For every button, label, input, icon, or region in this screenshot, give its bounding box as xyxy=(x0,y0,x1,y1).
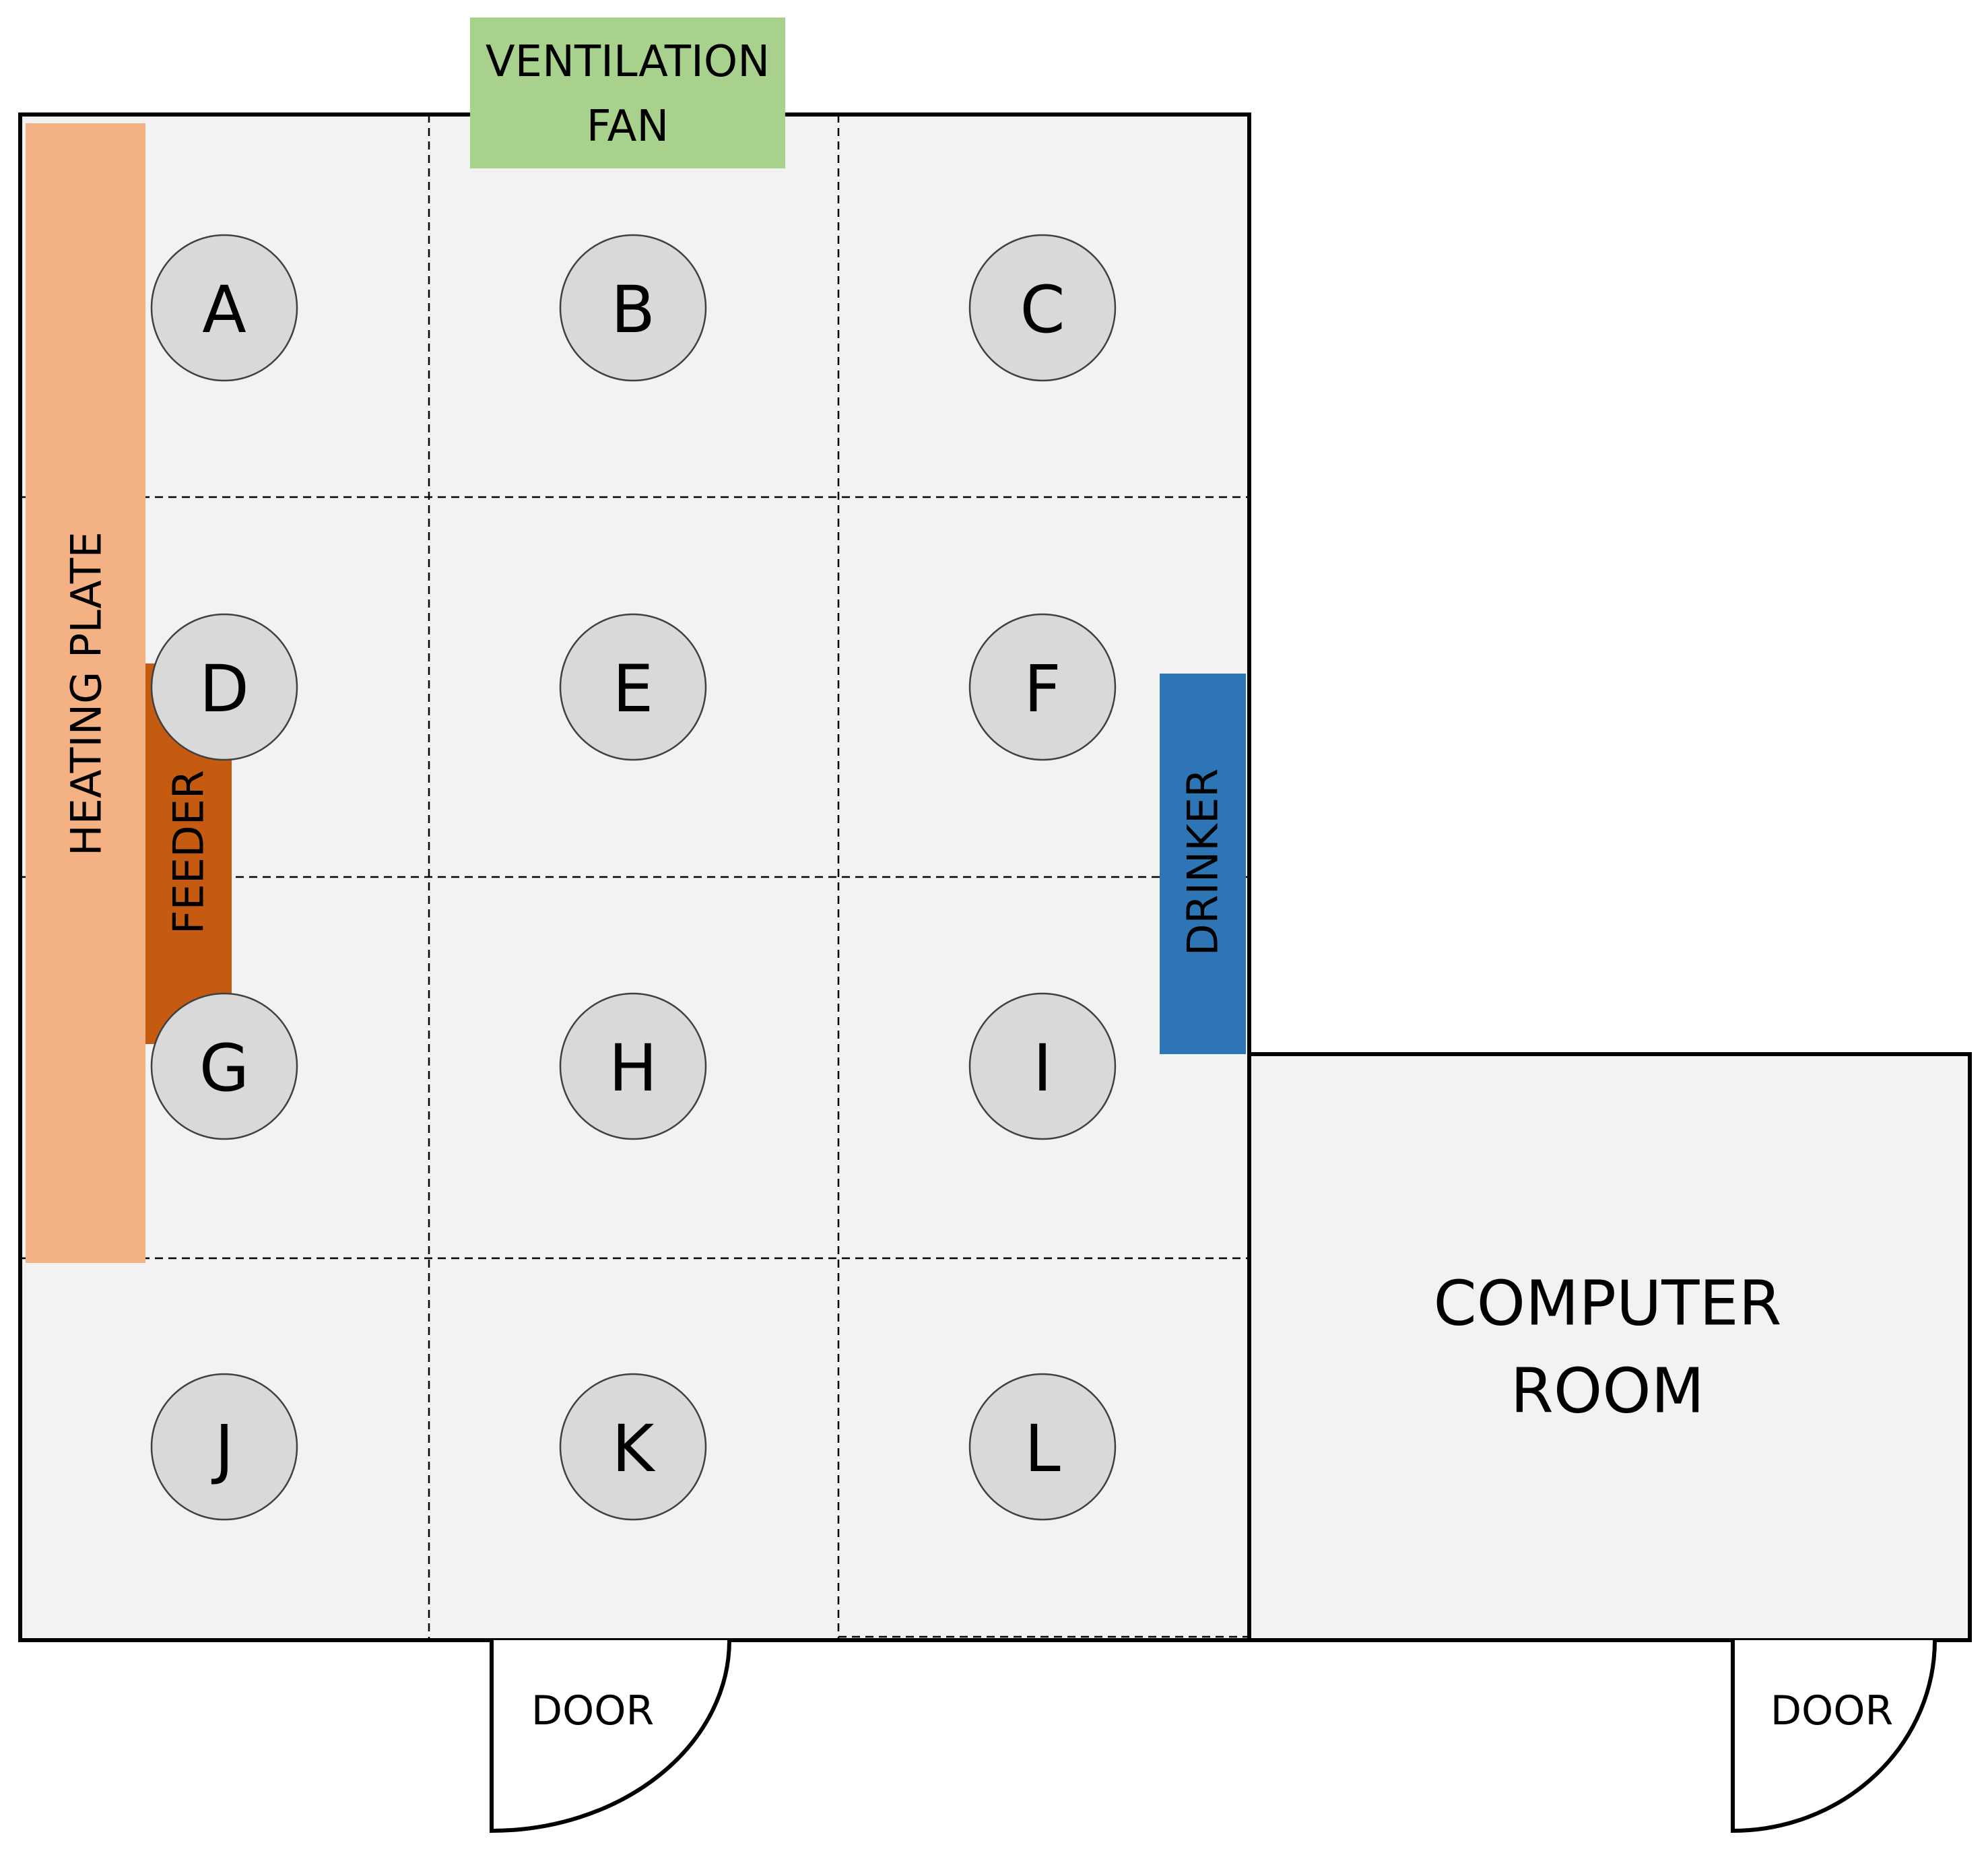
heating-plate xyxy=(26,123,145,1263)
pen-l: L xyxy=(968,1373,1117,1521)
door-right: DOOR xyxy=(1731,1639,1937,1833)
pen-b-label: B xyxy=(611,272,655,348)
pen-e: E xyxy=(559,613,707,761)
pen-c-label: C xyxy=(1020,272,1065,348)
door-left-label: DOOR xyxy=(531,1687,654,1734)
pen-j: J xyxy=(150,1373,298,1521)
pen-e-label: E xyxy=(613,651,654,727)
pen-g-label: G xyxy=(199,1031,249,1106)
pen-a: A xyxy=(150,234,298,382)
pen-f: F xyxy=(968,613,1117,761)
pen-h-label: H xyxy=(609,1031,657,1106)
pen-a-label: A xyxy=(202,272,246,348)
computer-room xyxy=(1247,1052,1972,1642)
pen-k: K xyxy=(559,1373,707,1521)
pen-d-label: D xyxy=(199,651,249,727)
pen-c: C xyxy=(968,234,1117,382)
feeder-label: FEEDER xyxy=(164,770,213,934)
pen-j-label: J xyxy=(211,1411,234,1487)
computer-room-label-line2: ROOM xyxy=(1511,1355,1704,1427)
pen-l-label: L xyxy=(1024,1411,1060,1487)
ventilation-fan-label-line1: VENTILATION xyxy=(486,37,770,87)
drinker-label: DRINKER xyxy=(1179,769,1228,956)
door-right-label: DOOR xyxy=(1770,1687,1893,1734)
pen-i-label: I xyxy=(1033,1031,1052,1106)
pen-h: H xyxy=(559,992,707,1140)
pen-k-label: K xyxy=(612,1411,656,1487)
ventilation-fan-label-line2: FAN xyxy=(587,102,669,152)
pen-f-label: F xyxy=(1024,651,1061,727)
ventilation-fan xyxy=(470,18,785,168)
heating-plate-label: HEATING PLATE xyxy=(62,531,111,856)
pen-i: I xyxy=(968,992,1117,1140)
pen-d: D xyxy=(150,613,298,761)
door-left: DOOR xyxy=(490,1639,731,1833)
pen-b: B xyxy=(559,234,707,382)
computer-room-label-line1: COMPUTER xyxy=(1433,1268,1781,1340)
pen-g: G xyxy=(150,992,298,1140)
drinker xyxy=(1160,674,1246,1054)
